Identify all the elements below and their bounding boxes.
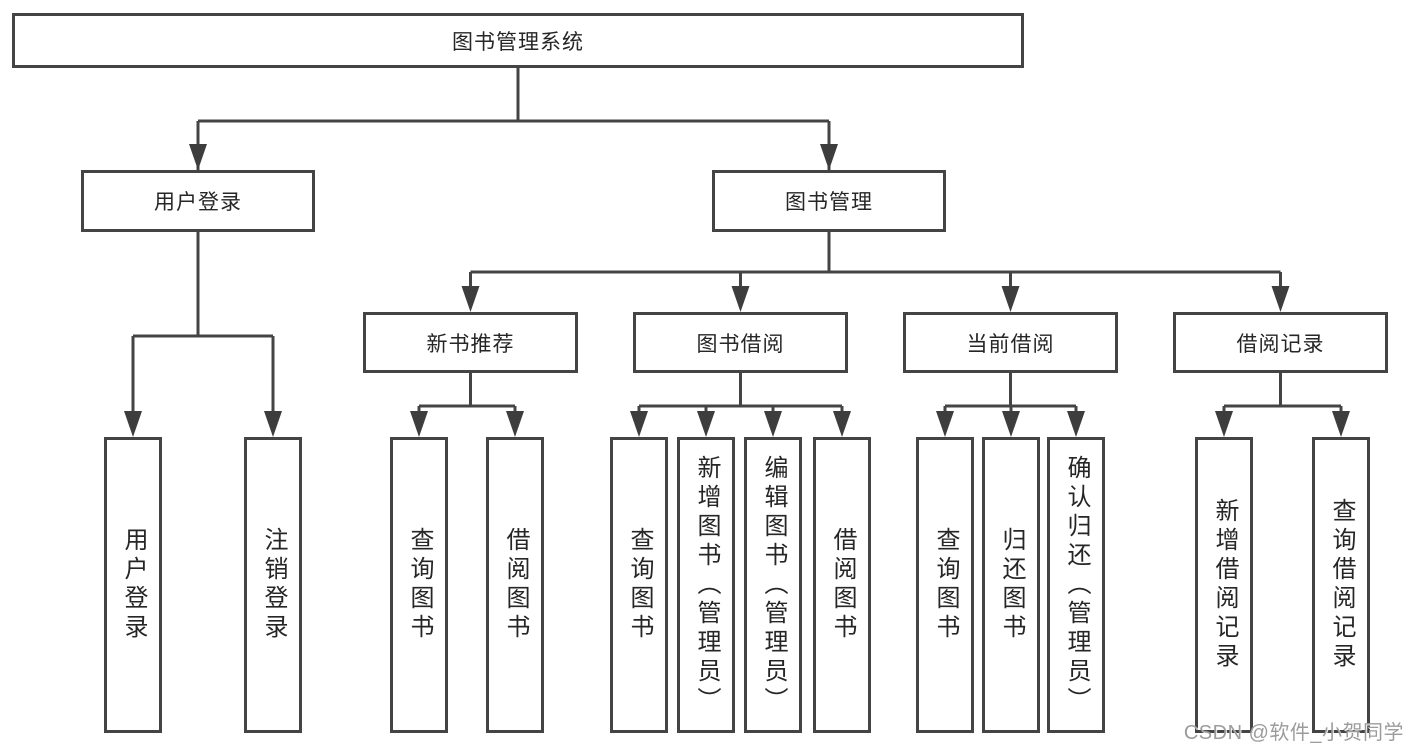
leaf-borrow-edit-books-admin: 编辑图书（管理员）: [744, 437, 802, 733]
node-library-management-system: 图书管理系统: [12, 13, 1024, 68]
arrow-down-icon: [1002, 411, 1020, 437]
node-user-login: 用户登录: [81, 170, 315, 232]
arrow-down-icon: [833, 411, 851, 437]
leaf-current-query-books: 查询图书: [916, 437, 974, 733]
arrow-down-icon: [264, 411, 282, 437]
node-new-book-recommendation: 新书推荐: [363, 312, 578, 373]
arrow-down-icon: [936, 411, 954, 437]
leaf-user-login: 用户登录: [104, 437, 162, 733]
csdn-watermark: CSDN @软件_小贺同学: [1183, 722, 1404, 744]
tree-edges: [131, 68, 1343, 431]
arrow-down-icon: [189, 144, 207, 170]
arrow-down-icon: [1001, 286, 1020, 312]
leaf-current-confirm-return-admin: 确认归还（管理员）: [1047, 437, 1105, 733]
arrow-down-icon: [1067, 411, 1085, 437]
leaf-records-add-borrow-record: 新增借阅记录: [1195, 437, 1253, 733]
node-book-borrowing: 图书借阅: [633, 312, 848, 373]
leaf-borrow-borrow-books: 借阅图书: [813, 437, 871, 733]
node-borrowing-records: 借阅记录: [1173, 312, 1388, 373]
arrowhead-icons: [124, 144, 1350, 437]
leaf-recommend-borrow-books: 借阅图书: [486, 437, 544, 733]
arrow-down-icon: [764, 411, 782, 437]
leaf-borrow-add-books-admin: 新增图书（管理员）: [677, 437, 735, 733]
node-current-borrowing: 当前借阅: [903, 312, 1118, 373]
arrow-down-icon: [697, 411, 715, 437]
arrow-down-icon: [1332, 411, 1350, 437]
arrow-down-icon: [1215, 411, 1233, 437]
arrow-down-icon: [820, 144, 838, 170]
leaf-recommend-query-books: 查询图书: [390, 437, 448, 733]
node-book-management: 图书管理: [712, 170, 946, 232]
arrow-down-icon: [630, 411, 648, 437]
leaf-logout: 注销登录: [244, 437, 302, 733]
leaf-records-query-borrow-record: 查询借阅记录: [1312, 437, 1370, 733]
arrow-down-icon: [124, 411, 142, 437]
arrow-down-icon: [410, 411, 428, 437]
arrow-down-icon: [1271, 286, 1290, 312]
arrow-down-icon: [461, 286, 480, 312]
arrow-down-icon: [731, 286, 750, 312]
arrow-down-icon: [506, 411, 524, 437]
leaf-borrow-query-books: 查询图书: [610, 437, 668, 733]
leaf-current-return-books: 归还图书: [982, 437, 1040, 733]
